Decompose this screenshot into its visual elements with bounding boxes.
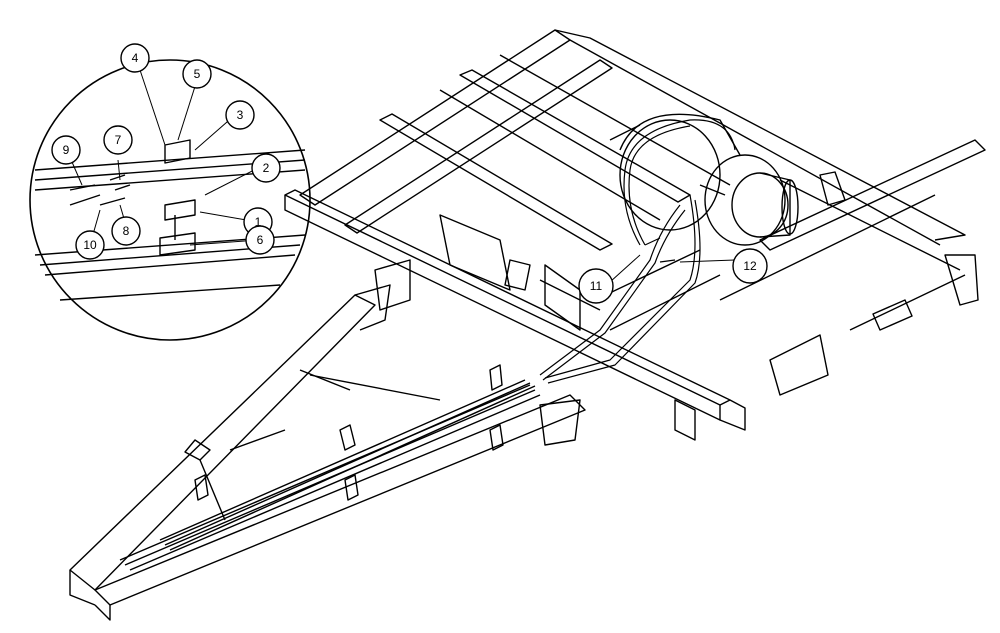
hydraulic-hoses: [539, 119, 736, 384]
callout-9-label: 9: [63, 143, 70, 157]
callout-12-label: 12: [743, 259, 757, 273]
callout-7-label: 7: [115, 133, 122, 147]
detail-inset: [29, 59, 311, 341]
callout-3: 3: [225, 100, 255, 130]
callout-5-label: 5: [194, 67, 201, 81]
callout-10: 10: [75, 230, 105, 260]
callout-12: 12: [732, 248, 768, 284]
callout-4-label: 4: [132, 51, 139, 65]
tongue-frame: [69, 284, 586, 621]
callout-8-label: 8: [123, 224, 130, 238]
callout-6: 6: [245, 225, 275, 255]
callout-balloons: 1 2 3 4 5 6 7 8: [51, 43, 768, 304]
callout-8: 8: [111, 216, 141, 246]
callout-2-label: 2: [263, 161, 270, 175]
callout-4: 4: [120, 43, 150, 73]
callout-2: 2: [251, 153, 281, 183]
hydraulic-motor-drum: [619, 113, 799, 246]
callout-1-label: 1: [255, 215, 262, 229]
callout-7: 7: [103, 125, 133, 155]
callout-10-label: 10: [83, 238, 97, 252]
callout-11-label: 11: [590, 279, 603, 293]
callout-3-label: 3: [237, 108, 244, 122]
callout-11: 11: [578, 268, 614, 304]
callout-6-label: 6: [257, 233, 264, 247]
callout-9: 9: [51, 135, 81, 165]
callout-5: 5: [182, 59, 212, 89]
